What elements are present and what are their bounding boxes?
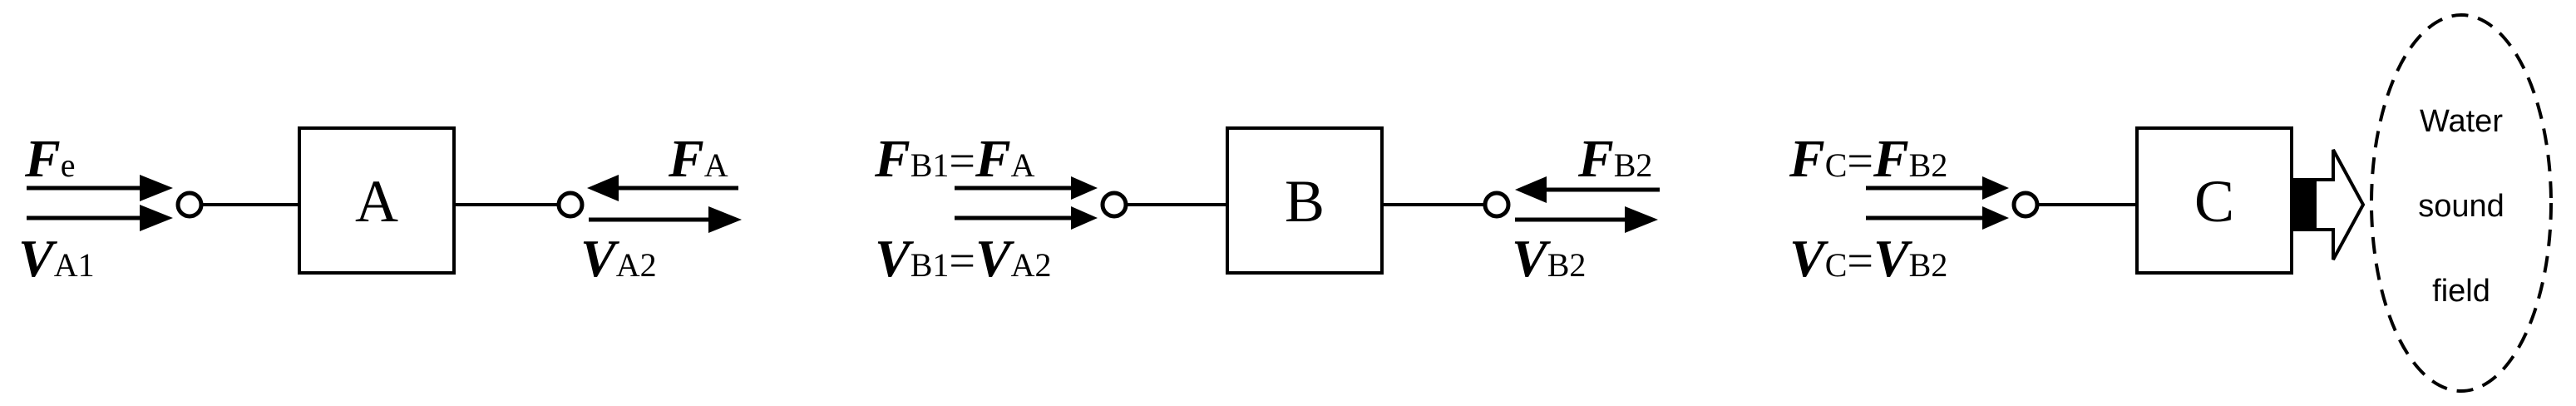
- stage-b-output-force-arrowhead: [1515, 176, 1547, 203]
- stage-a-box-label: A: [355, 168, 398, 235]
- stage-a-output-velocity-label: VA2: [580, 229, 657, 288]
- stage-b-input-velocity-label: VB1=VA2: [875, 229, 1052, 288]
- stage-a-box: [298, 126, 456, 275]
- stage-a-input-velocity-arrowhead: [140, 205, 173, 231]
- stage-b-input-velocity-arrowhead: [1071, 206, 1098, 230]
- stage-b-input-force-arrowhead: [1071, 176, 1098, 200]
- stage-c-box-label: C: [2194, 168, 2234, 235]
- stage-a-input-terminal: [175, 191, 204, 219]
- stage-a-input-force-arrowhead: [140, 175, 173, 201]
- output-block-arrow-fill: [2297, 181, 2317, 228]
- stage-c-box: [2135, 126, 2293, 275]
- stage-a-output-force-label: FA: [668, 129, 728, 188]
- stage-c-input-terminal: [2011, 191, 2040, 219]
- stage-b: FB1=FA VB1=VA2 B FB2 VB2: [874, 126, 1660, 288]
- stage-b-output-velocity-label: VB2: [1512, 229, 1586, 288]
- water-sound-field: Water sound field: [2370, 13, 2553, 393]
- stage-a-output-velocity-arrowhead: [708, 206, 742, 233]
- stage-b-output-terminal: [1483, 191, 1511, 219]
- stage-a-input-force-label: Fe: [24, 129, 75, 188]
- stage-c-input-force-arrowhead: [1982, 176, 2009, 200]
- stage-a-input-velocity-label: VA1: [18, 229, 95, 288]
- sound-field-ellipse: [2370, 13, 2553, 393]
- stage-b-box-label: B: [1285, 168, 1325, 235]
- sound-field-line-1: Water: [2420, 104, 2503, 139]
- stage-c: FC=FB2 VC=VB2 C: [1789, 126, 2366, 288]
- stage-a: Fe VA1 A FA VA2: [18, 126, 742, 288]
- stage-b-box: [1226, 126, 1384, 275]
- stage-c-input-velocity-arrowhead: [1982, 206, 2009, 230]
- stage-a-output-terminal: [556, 191, 585, 219]
- stage-c-input-velocity-label: VC=VB2: [1789, 229, 1947, 288]
- stage-b-input-terminal: [1100, 191, 1128, 219]
- output-block-arrow: [2293, 149, 2366, 260]
- stage-b-output-force-label: FB2: [1577, 129, 1652, 188]
- stage-b-output-velocity-arrowhead: [1625, 206, 1658, 233]
- stage-a-output-force-arrowhead: [587, 175, 619, 201]
- stage-b-input-force-label: FB1=FA: [874, 129, 1035, 188]
- stage-c-input-force-label: FC=FB2: [1789, 129, 1947, 188]
- sound-field-line-2: sound: [2418, 189, 2504, 224]
- sound-field-line-3: field: [2432, 274, 2490, 309]
